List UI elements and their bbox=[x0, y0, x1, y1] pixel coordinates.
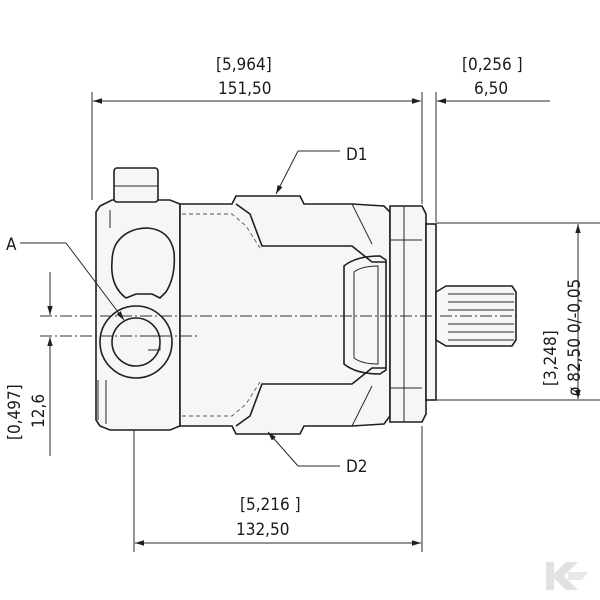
overall-length-inch: [5,964] bbox=[216, 55, 272, 75]
port-a-label: A bbox=[6, 235, 17, 255]
mount-length-inch: [5,216 ] bbox=[240, 495, 301, 515]
port-offset-mm: 12,6 bbox=[29, 394, 49, 428]
port-d2-label: D2 bbox=[346, 457, 368, 477]
port-offset-inch: [0,497] bbox=[5, 384, 25, 440]
shaft-splines bbox=[448, 293, 514, 341]
brand-watermark-logo bbox=[546, 562, 588, 590]
callout-port-a: A bbox=[6, 235, 125, 321]
flange-thickness-mm: 6,50 bbox=[474, 79, 508, 99]
overall-length-mm: 151,50 bbox=[218, 79, 272, 99]
dimension-flange-thickness: [0,256 ] 6,50 bbox=[396, 55, 550, 222]
pilot-diameter-inch: [3,248] bbox=[541, 330, 561, 386]
pump-body bbox=[95, 167, 517, 435]
flange-thickness-inch: [0,256 ] bbox=[462, 55, 523, 75]
dimension-mount-length: [5,216 ] 132,50 bbox=[133, 426, 423, 552]
callout-port-d1: D1 bbox=[275, 145, 368, 195]
dimension-pilot-diameter: [3,248] ø 82,50 0/-0,05 bbox=[436, 222, 600, 401]
port-d1-label: D1 bbox=[346, 145, 368, 165]
callout-port-d2: D2 bbox=[267, 431, 368, 477]
dimension-overall-length: [5,964] 151,50 bbox=[91, 55, 423, 204]
dimension-port-offset: [0,497] 12,6 bbox=[5, 272, 53, 456]
pilot-diameter-mm: ø 82,50 0/-0,05 bbox=[565, 279, 585, 396]
mount-length-mm: 132,50 bbox=[236, 520, 290, 540]
